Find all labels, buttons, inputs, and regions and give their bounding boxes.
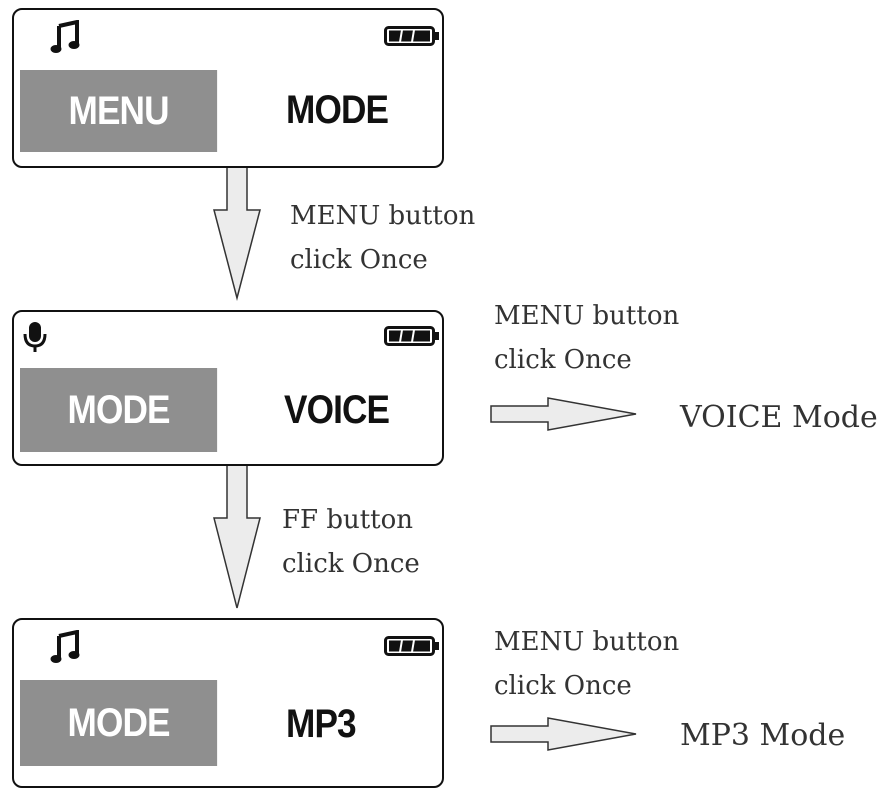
- caption-line-2: click Once: [282, 549, 420, 579]
- voice-label: VOICE: [284, 388, 390, 432]
- caption-line-1: MENU button: [290, 201, 476, 231]
- caption-line-1: MENU button: [494, 627, 680, 657]
- lcd-screen-mp3: MODE MP3: [12, 618, 444, 788]
- transition-caption-menu: MENU button click Once: [290, 194, 475, 282]
- down-arrow-voice-to-mp3: [213, 447, 261, 609]
- highlight-label: MODE: [67, 387, 171, 432]
- microphone-icon: [23, 322, 47, 352]
- caption-line-1: MENU button: [494, 301, 680, 331]
- menu-highlight: MENU: [20, 70, 218, 152]
- caption-line-2: click Once: [494, 345, 632, 375]
- side-caption-mp3: MENU button click Once: [494, 620, 679, 708]
- mode-highlight: MODE: [20, 368, 218, 452]
- right-arrow-mp3: [490, 717, 637, 751]
- caption-line-1: FF button: [282, 505, 414, 535]
- battery-icon: [384, 636, 439, 656]
- mode-label: MODE: [286, 88, 389, 132]
- side-caption-voice: MENU button click Once: [494, 294, 679, 382]
- caption-line-2: click Once: [290, 245, 428, 275]
- mp3-label: MP3: [286, 702, 357, 746]
- mp3-mode-result: MP3 Mode: [680, 718, 846, 753]
- caption-line-2: click Once: [494, 671, 632, 701]
- right-arrow-voice: [490, 397, 637, 431]
- lcd-screen-menu: MENU MODE: [12, 8, 444, 168]
- voice-mode-result: VOICE Mode: [680, 400, 878, 435]
- transition-caption-ff: FF button click Once: [282, 498, 420, 586]
- battery-icon: [384, 26, 439, 46]
- highlight-label: MODE: [67, 700, 171, 745]
- lcd-screen-voice: MODE VOICE: [12, 310, 444, 466]
- music-note-icon: [50, 20, 80, 53]
- mode-highlight: MODE: [20, 680, 218, 766]
- battery-icon: [384, 326, 439, 346]
- music-note-icon: [50, 630, 80, 663]
- highlight-label: MENU: [68, 88, 169, 133]
